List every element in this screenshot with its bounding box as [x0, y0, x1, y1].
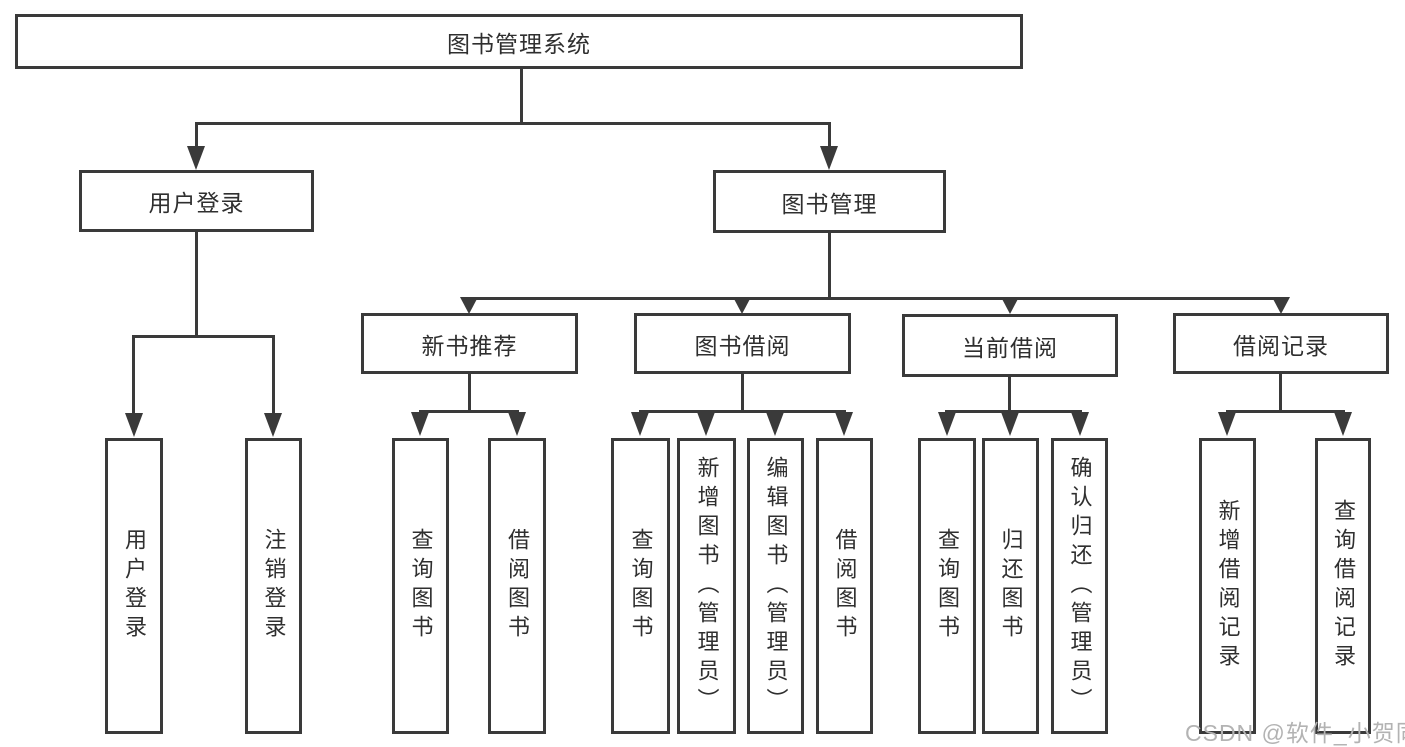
node-root-label: 图书管理系统	[447, 30, 591, 57]
leaf-borrow-book-2: 借阅图书	[816, 438, 873, 734]
connector-line	[132, 335, 274, 338]
leaf-query-book-2-label: 查询图书	[628, 528, 654, 644]
connector-line	[195, 232, 198, 335]
leaf-query-book-1-label: 查询图书	[408, 528, 434, 644]
connector-line	[132, 335, 135, 415]
arrowhead-icon	[411, 412, 429, 436]
leaf-logout: 注销登录	[245, 438, 302, 734]
leaf-borrow-book-1-label: 借阅图书	[505, 528, 530, 644]
arrowhead-icon	[835, 412, 853, 436]
connector-line	[195, 122, 831, 125]
arrowhead-icon	[820, 146, 838, 170]
connector-line	[1008, 377, 1011, 412]
leaf-add-book-admin: 新增图书（管理员）	[677, 438, 736, 734]
node-new-book-recommend-label: 新书推荐	[421, 332, 518, 359]
connector-line	[1226, 410, 1345, 413]
leaf-borrow-book-1: 借阅图书	[488, 438, 546, 734]
connector-line	[419, 410, 519, 413]
arrowhead-icon	[1218, 412, 1236, 436]
node-book-management: 图书管理	[713, 170, 946, 233]
node-new-book-recommend: 新书推荐	[361, 313, 578, 374]
node-borrow-record-label: 借阅记录	[1233, 332, 1329, 359]
node-current-borrow-label: 当前借阅	[962, 334, 1058, 361]
leaf-query-borrow-record: 查询借阅记录	[1315, 438, 1371, 734]
leaf-logout-label: 注销登录	[261, 528, 287, 644]
arrowhead-icon	[187, 146, 205, 170]
arrowhead-icon	[125, 413, 143, 437]
leaf-return-book-label: 归还图书	[998, 528, 1024, 644]
arrowhead-icon	[1071, 412, 1089, 436]
arrowhead-icon	[460, 297, 478, 314]
connector-line	[639, 410, 846, 413]
arrowhead-icon	[1334, 412, 1352, 436]
connector-line	[195, 122, 198, 148]
leaf-query-book-1: 查询图书	[392, 438, 449, 734]
connector-line	[828, 233, 831, 297]
connector-line	[468, 374, 471, 412]
connector-line	[828, 122, 831, 148]
connector-line	[741, 374, 744, 412]
connector-line	[520, 69, 523, 122]
leaf-add-borrow-record-label: 新增借阅记录	[1215, 499, 1241, 673]
connector-line	[945, 410, 1082, 413]
leaf-edit-book-admin: 编辑图书（管理员）	[747, 438, 804, 734]
leaf-confirm-return-admin-label: 确认归还（管理员）	[1067, 455, 1093, 717]
csdn-watermark: CSDN @软件_小贺同学	[1185, 720, 1405, 746]
node-book-borrow-label: 图书借阅	[694, 332, 791, 359]
arrowhead-icon	[1001, 297, 1019, 314]
leaf-user-login: 用户登录	[105, 438, 163, 734]
node-book-borrow: 图书借阅	[634, 313, 851, 374]
connector-line	[1279, 374, 1282, 412]
arrowhead-icon	[938, 412, 956, 436]
arrowhead-icon	[631, 412, 649, 436]
leaf-confirm-return-admin: 确认归还（管理员）	[1051, 438, 1108, 734]
arrowhead-icon	[697, 412, 715, 436]
leaf-user-login-label: 用户登录	[122, 528, 147, 644]
arrowhead-icon	[1272, 297, 1290, 314]
leaf-query-borrow-record-label: 查询借阅记录	[1331, 499, 1356, 673]
node-current-borrow: 当前借阅	[902, 314, 1118, 377]
leaf-add-borrow-record: 新增借阅记录	[1199, 438, 1256, 734]
leaf-borrow-book-2-label: 借阅图书	[832, 528, 858, 644]
node-root: 图书管理系统	[15, 14, 1023, 69]
node-user-login: 用户登录	[79, 170, 314, 232]
connector-line	[272, 335, 275, 415]
leaf-query-book-3: 查询图书	[918, 438, 976, 734]
leaf-return-book: 归还图书	[982, 438, 1039, 734]
node-borrow-record: 借阅记录	[1173, 313, 1389, 374]
leaf-query-book-3-label: 查询图书	[935, 528, 960, 644]
leaf-query-book-2: 查询图书	[611, 438, 670, 734]
arrowhead-icon	[733, 297, 751, 314]
node-book-management-label: 图书管理	[781, 190, 878, 217]
connector-line	[468, 297, 1283, 300]
arrowhead-icon	[508, 412, 526, 436]
arrowhead-icon	[264, 413, 282, 437]
arrowhead-icon	[766, 412, 784, 436]
leaf-edit-book-admin-label: 编辑图书（管理员）	[763, 455, 789, 717]
arrowhead-icon	[1001, 412, 1019, 436]
leaf-add-book-admin-label: 新增图书（管理员）	[694, 455, 720, 717]
node-user-login-label: 用户登录	[148, 190, 245, 216]
